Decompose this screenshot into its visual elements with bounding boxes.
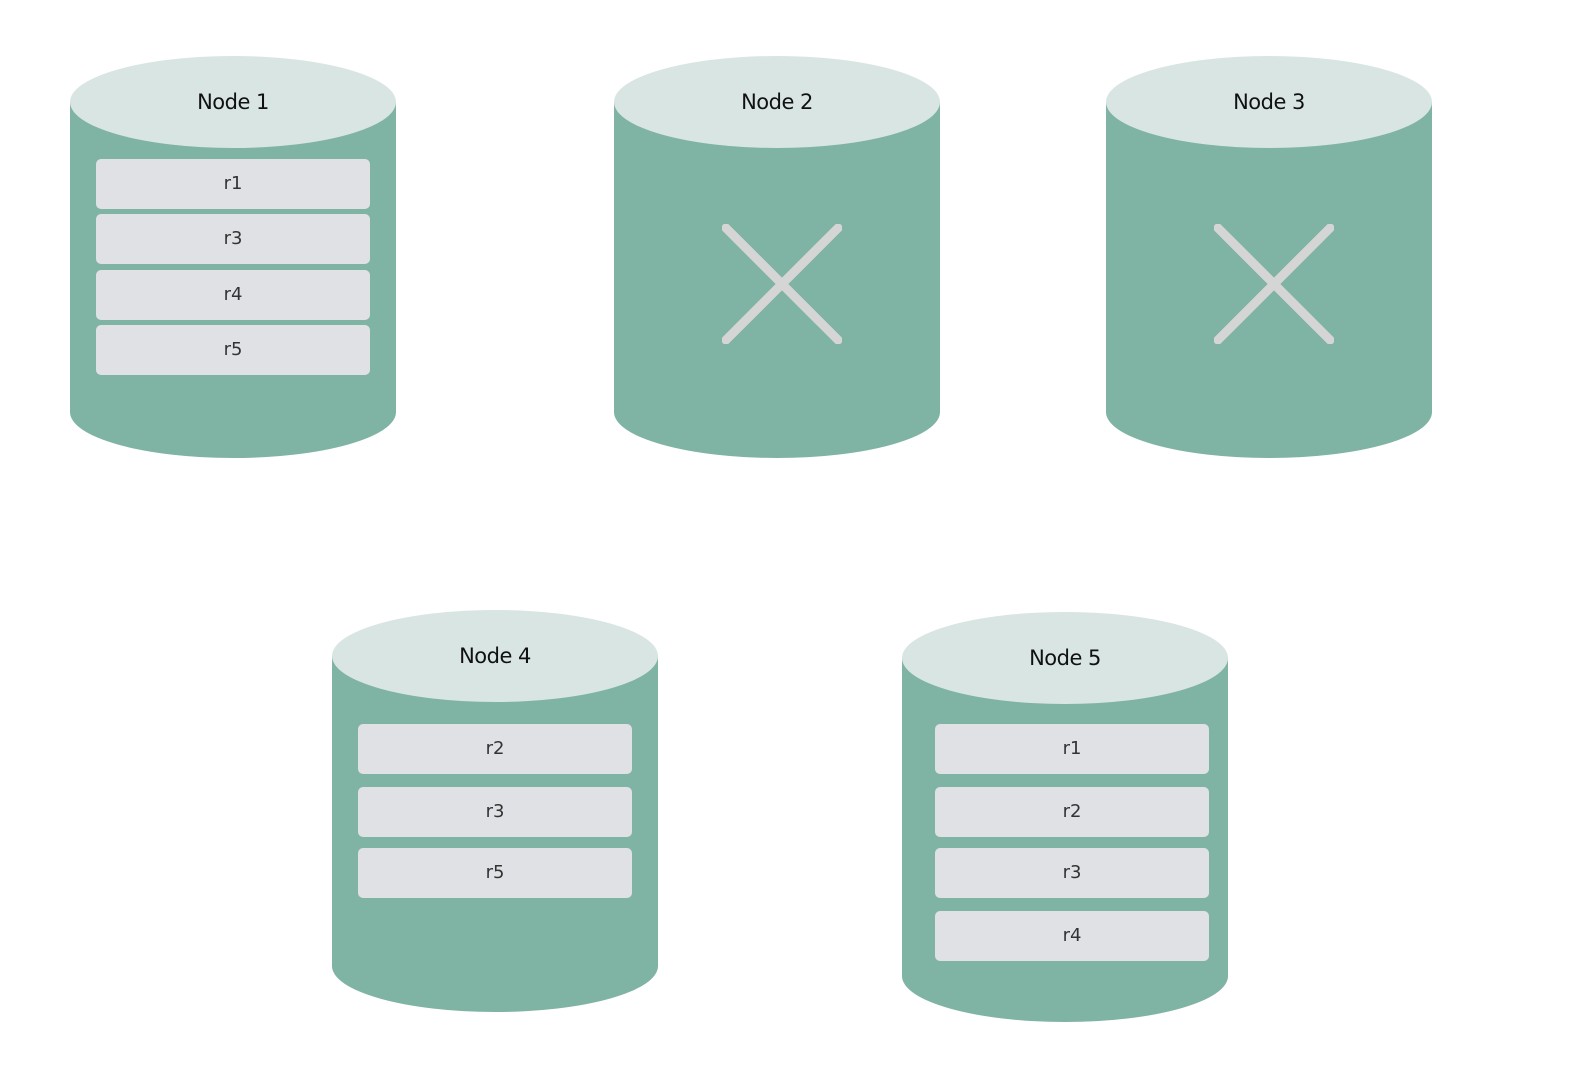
- node-3-title: Node 3: [1233, 90, 1305, 114]
- node-1-title: Node 1: [197, 90, 269, 114]
- node-4: Node 4 r2 r3 r5: [332, 610, 658, 1016]
- node-5-replica-3: r3: [935, 848, 1209, 898]
- node-1-replica-2: r3: [96, 214, 370, 264]
- node-1-replica-1: r1: [96, 159, 370, 209]
- node-2: Node 2: [614, 56, 940, 462]
- node-4-title: Node 4: [459, 644, 531, 668]
- node-5-replica-2: r2: [935, 787, 1209, 837]
- node-4-replica-1: r2: [358, 724, 632, 774]
- node-5: Node 5 r1 r2 r3 r4: [902, 612, 1228, 1026]
- x-fail-icon: [1214, 224, 1334, 344]
- node-4-replica-2: r3: [358, 787, 632, 837]
- node-4-replica-3: r5: [358, 848, 632, 898]
- node-2-title: Node 2: [741, 90, 813, 114]
- x-fail-icon: [722, 224, 842, 344]
- node-5-title: Node 5: [1029, 646, 1101, 670]
- node-3: Node 3: [1106, 56, 1432, 462]
- node-1-replica-3: r4: [96, 270, 370, 320]
- node-5-replica-1: r1: [935, 724, 1209, 774]
- node-5-replica-4: r4: [935, 911, 1209, 961]
- node-1-replica-4: r5: [96, 325, 370, 375]
- node-1: Node 1 r1 r3 r4 r5: [70, 56, 396, 462]
